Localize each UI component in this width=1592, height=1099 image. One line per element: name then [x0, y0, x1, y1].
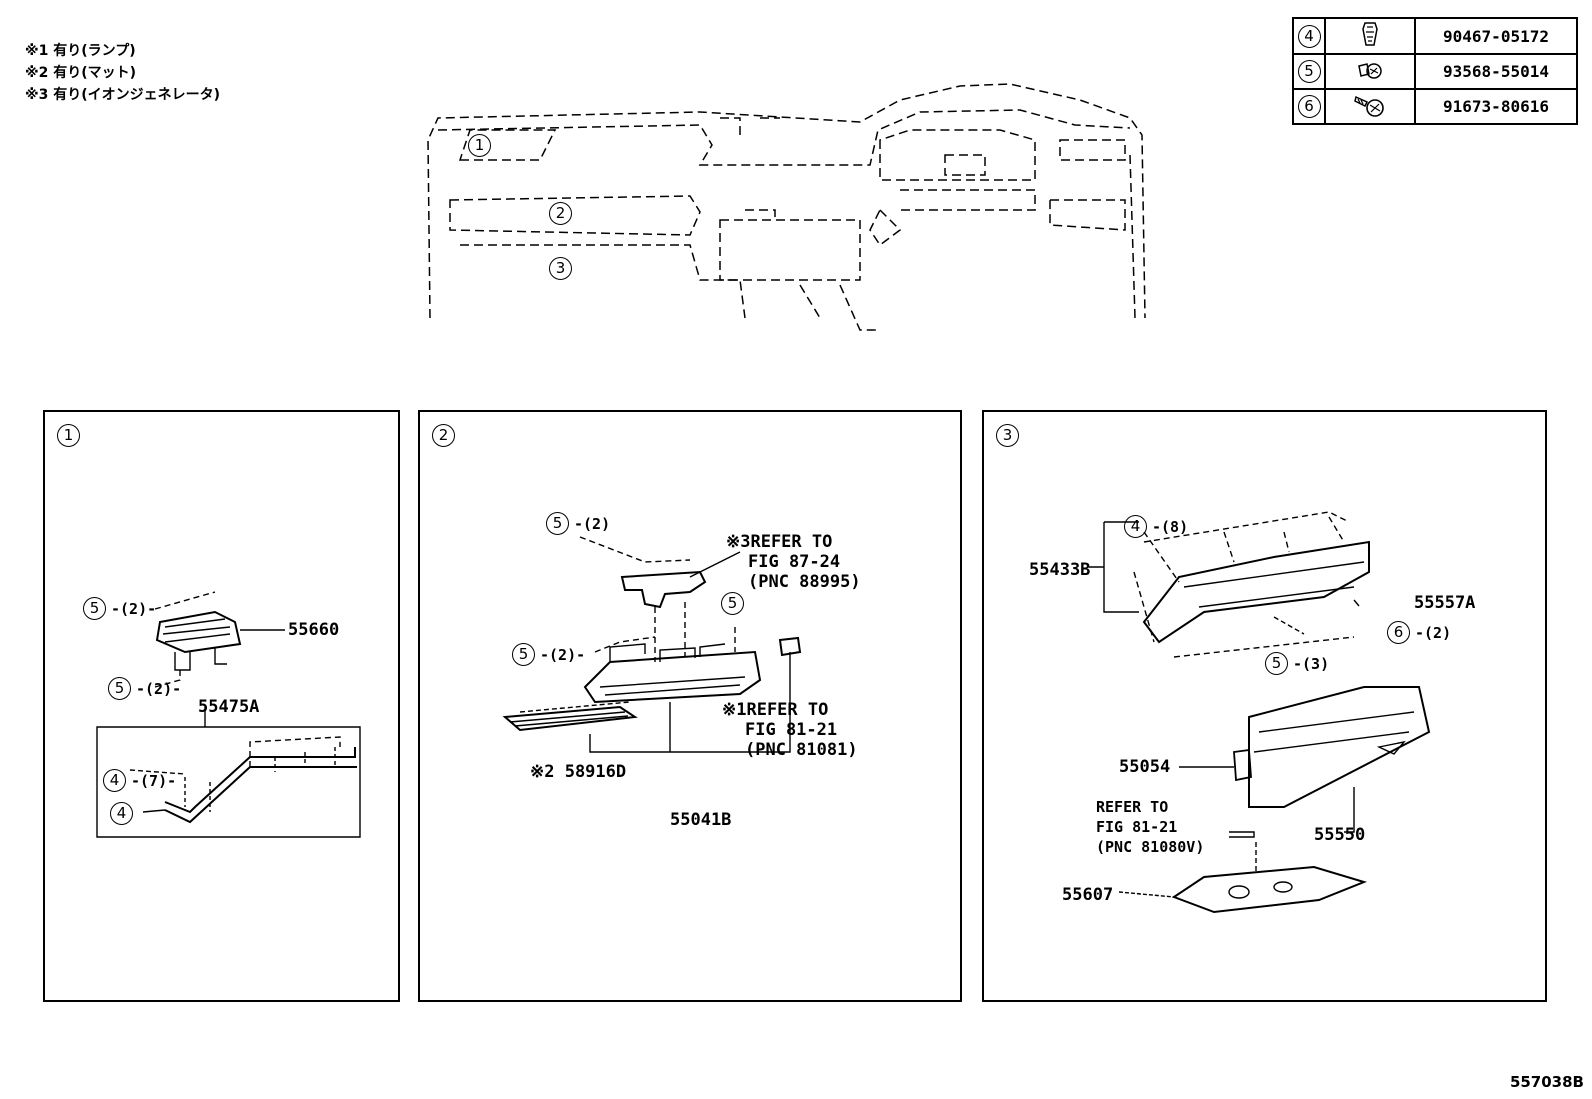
legend-row: 5 93568-55014 — [1292, 53, 1578, 90]
refer-87-24-line2: FIG 87-24 — [748, 552, 841, 572]
refer-87-24-line3: (PNC 88995) — [748, 572, 861, 592]
legend-row: 6 91673-80616 — [1292, 88, 1578, 125]
refer-line3: (PNC 81080V) — [1096, 838, 1205, 856]
ref-number: 4 — [1297, 24, 1321, 48]
ref-4-upper: 4 — [103, 769, 126, 792]
note-2: ※2 有り(マット) — [25, 65, 137, 81]
part-55475A: 55475A — [198, 697, 260, 717]
refer-81-21-line1: ※1REFER TO — [722, 700, 829, 720]
area-marker-2: 2 — [549, 202, 572, 225]
ref-5-upper: 5 — [83, 597, 106, 620]
qty-5-upper: -(2)- — [111, 600, 157, 618]
refer-81-21-line3: (PNC 81081) — [745, 740, 858, 760]
fastener-legend: 4 90467-05172 5 93568-55014 6 — [1292, 17, 1578, 125]
qty-4: -(8) — [1152, 518, 1189, 536]
ref-5-top: 5 — [546, 512, 569, 535]
ref-4: 4 — [1124, 515, 1147, 538]
refer-81-21-line2: FIG 81-21 — [745, 720, 838, 740]
ref-5: 5 — [1265, 652, 1288, 675]
area-marker-3: 3 — [549, 257, 572, 280]
qty-5-top: -(2) — [574, 515, 611, 533]
qty-5: -(3) — [1293, 655, 1330, 673]
part-number: 93568-55014 — [1414, 53, 1578, 90]
note-3: ※3 有り(イオンジェネレータ) — [25, 87, 221, 103]
part-55041B: 55041B — [670, 810, 732, 830]
bolt-icon — [1354, 95, 1384, 117]
part-55607: 55607 — [1062, 885, 1114, 905]
screw-icon — [1358, 62, 1382, 79]
ref-5-left: 5 — [512, 643, 535, 666]
panel-2: 2 5 -(2) 5 5 -(2)- ※3REFER TO FIG 87-24 … — [418, 410, 962, 1002]
ref-number: 5 — [1297, 60, 1321, 83]
part-55054: 55054 — [1119, 757, 1171, 777]
part-58916D: ※2 58916D — [530, 762, 627, 782]
panel-1: 1 5 -(2)- 55660 5 -(2)- 55475A 4 -(7)- 4 — [43, 410, 400, 1002]
part-55550: 55550 — [1314, 825, 1366, 845]
qty-5-lower: -(2)- — [136, 680, 182, 698]
clip-icon — [1362, 22, 1378, 46]
qty-6: -(2) — [1415, 624, 1452, 642]
note-1: ※1 有り(ランプ) — [25, 43, 136, 59]
refer-87-24-line1: ※3REFER TO — [726, 532, 833, 552]
ref-4-lower: 4 — [110, 802, 133, 825]
panel-2-drawing — [502, 536, 802, 753]
panel-3: 3 4 -(8) 55433B 55557A 6 -(2) 5 -(3 — [982, 410, 1547, 1002]
ref-number: 6 — [1297, 95, 1321, 118]
panel-1-drawing — [96, 591, 361, 838]
panel-tag: 1 — [57, 424, 80, 447]
ref-5-right: 5 — [721, 592, 744, 615]
notes-block: ※1 有り(ランプ) ※2 有り(マット) ※3 有り(イオンジェネレータ) — [25, 40, 220, 106]
refer-line2: FIG 81-21 — [1096, 818, 1178, 836]
panel-3-drawing — [1089, 511, 1431, 914]
refer-line1: REFER TO — [1096, 798, 1169, 816]
legend-row: 4 90467-05172 — [1292, 17, 1578, 55]
part-55557A: 55557A — [1414, 593, 1476, 613]
ref-6: 6 — [1387, 621, 1410, 644]
ref-5-lower: 5 — [108, 677, 131, 700]
panel-tag: 2 — [432, 424, 455, 447]
part-55433B: 55433B — [1029, 560, 1091, 580]
area-marker-1: 1 — [468, 134, 491, 157]
figure-code: 557038B — [1509, 1073, 1584, 1091]
part-number: 90467-05172 — [1414, 17, 1578, 55]
qty-4-upper: -(7)- — [131, 772, 177, 790]
qty-5-left: -(2)- — [540, 646, 586, 664]
part-number: 91673-80616 — [1414, 88, 1578, 125]
panel-tag: 3 — [996, 424, 1019, 447]
part-55660: 55660 — [288, 620, 340, 640]
